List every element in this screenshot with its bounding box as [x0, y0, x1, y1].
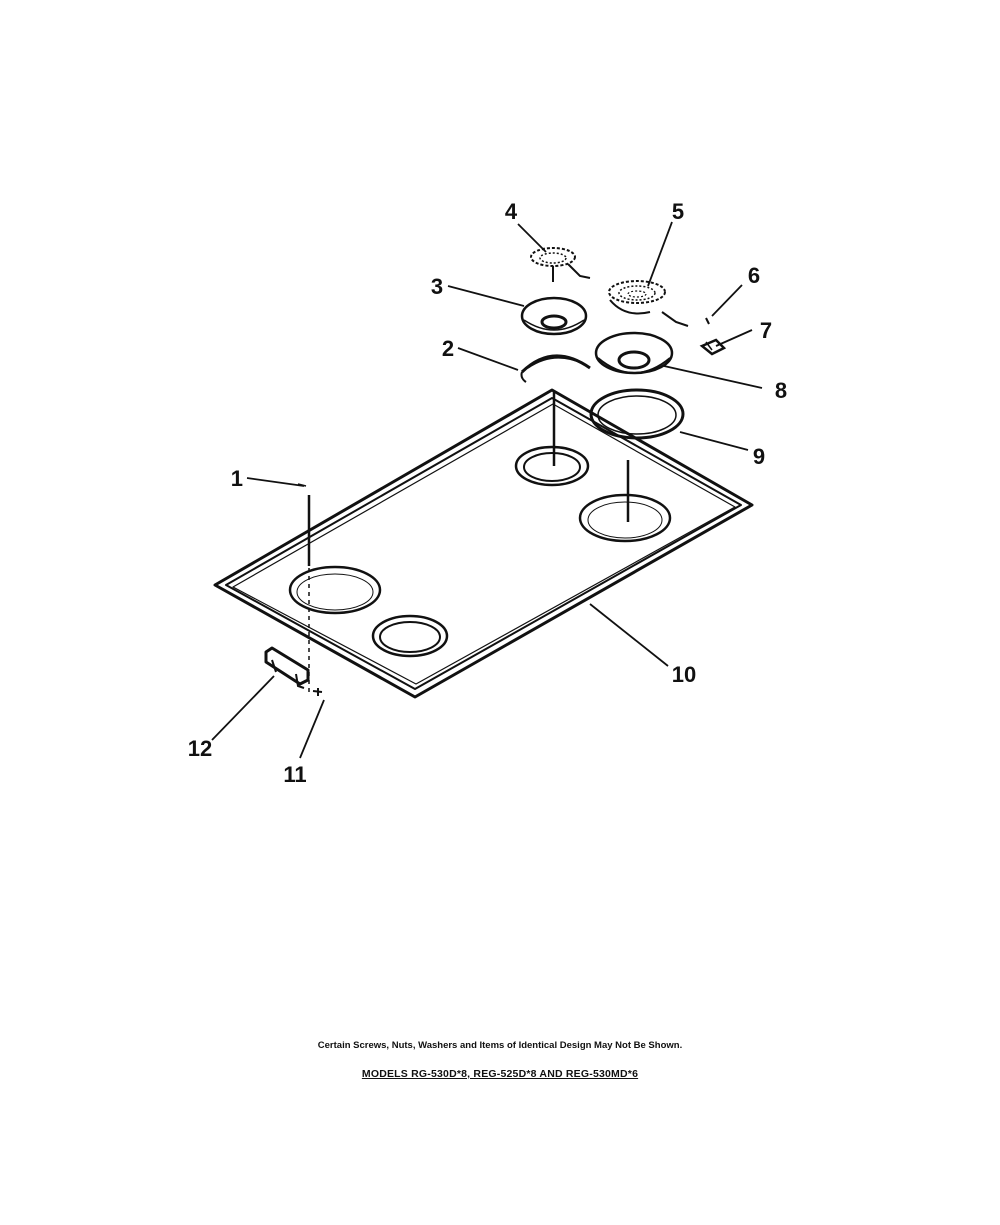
- callout-labels: 1 2 3 4 5 6 7 8 9 10 11 12: [188, 199, 787, 787]
- trim-ring: [589, 388, 685, 440]
- hinge-bracket: [264, 646, 310, 689]
- small-burner-bowl: [520, 296, 588, 336]
- small-trim-ring: [520, 354, 591, 383]
- callout-3: 3: [431, 274, 443, 299]
- nut: [312, 688, 323, 696]
- callout-5: 5: [672, 199, 684, 224]
- burner-opening-rear-right: [578, 493, 672, 543]
- callout-8: 8: [775, 378, 787, 403]
- screw: [705, 317, 710, 325]
- large-burner-bowl: [594, 331, 674, 375]
- callout-11: 11: [283, 762, 306, 787]
- cooktop-main-top: [213, 388, 754, 699]
- footnote: Certain Screws, Nuts, Washers and Items …: [317, 1040, 683, 1051]
- callout-9: 9: [753, 444, 765, 469]
- callout-1: 1: [231, 466, 243, 491]
- alignment-lines: [297, 392, 630, 692]
- callout-7: 7: [760, 318, 772, 343]
- small-surface-element: [530, 247, 591, 282]
- burner-opening-rear-left: [514, 445, 590, 487]
- callout-10: 10: [672, 662, 696, 687]
- clip: [699, 338, 727, 356]
- leader-lines: [211, 221, 763, 759]
- callout-6: 6: [748, 263, 760, 288]
- callout-4: 4: [505, 199, 518, 224]
- callout-2: 2: [442, 336, 454, 361]
- burner-opening-front-left: [288, 565, 382, 615]
- large-surface-element: [608, 280, 689, 327]
- model-list: MODELS RG-530D*8, REG-525D*8 AND REG-530…: [361, 1068, 639, 1080]
- callout-12: 12: [188, 736, 212, 761]
- burner-opening-front-right: [371, 614, 449, 658]
